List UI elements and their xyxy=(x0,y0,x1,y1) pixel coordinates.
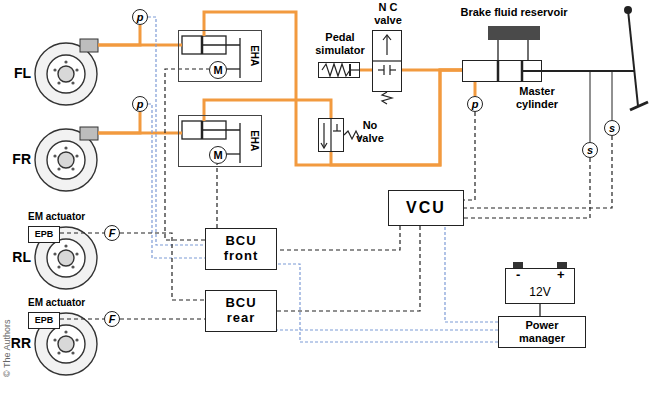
node-text: EPB xyxy=(35,229,54,239)
master-cylinder: Master cylinder xyxy=(462,60,542,82)
node-text: Master cylinder xyxy=(507,85,567,110)
power-manager: Power manager xyxy=(498,316,586,348)
signal-line xyxy=(216,164,217,228)
signal-line xyxy=(60,232,104,233)
wheel-discs xyxy=(35,43,97,375)
node-text: VCU xyxy=(406,199,446,217)
signal-line xyxy=(120,318,205,319)
pressure-sensor: p xyxy=(467,96,483,112)
hydraulic-line xyxy=(331,70,462,165)
node-text: s xyxy=(587,144,593,157)
node-text: EHA xyxy=(248,43,260,69)
pressure-sensor: p xyxy=(132,96,148,112)
signal-line xyxy=(277,226,420,311)
epb-box: EPB xyxy=(28,226,60,243)
node-text: EPB xyxy=(35,315,54,325)
hydraulic-line xyxy=(474,82,477,96)
hydraulic-line xyxy=(98,112,140,133)
node-text: BCU front xyxy=(216,234,266,264)
force-sensor: F xyxy=(104,311,120,327)
epb-box: EPB xyxy=(28,312,60,329)
power-line xyxy=(148,17,205,245)
force-sensor: F xyxy=(104,225,120,241)
control-unit: BCU rear xyxy=(205,290,277,332)
nc-valve: N C valve xyxy=(372,30,402,92)
node-text: p xyxy=(472,98,479,111)
hydraulic-line xyxy=(204,12,462,165)
power-line xyxy=(277,329,498,330)
node-text: Power manager xyxy=(510,319,574,344)
node-text: FR xyxy=(4,151,31,167)
signal-line xyxy=(464,112,475,200)
signal-line xyxy=(464,158,590,218)
node-text: 12V xyxy=(529,286,550,300)
text-label: + xyxy=(557,268,565,283)
node-text: No valve xyxy=(349,119,391,144)
wheel-brake: FL xyxy=(34,42,98,106)
node-text: RL xyxy=(4,249,31,265)
pedal-sensor: s xyxy=(604,120,620,136)
power-line xyxy=(445,226,498,322)
node-text: Brake fluid reservoir xyxy=(448,6,580,19)
node-text: BCU rear xyxy=(216,296,266,326)
node-text: Pedal simulator xyxy=(305,31,375,56)
power-line xyxy=(277,264,498,342)
text-label: © The Authors xyxy=(2,313,12,383)
pedal-sensor: s xyxy=(582,142,598,158)
signal-line xyxy=(165,69,209,240)
text-label: EM actuator xyxy=(28,297,85,309)
pedal-simulator: Pedal simulator xyxy=(318,62,360,78)
fluid-reservoir: Brake fluid reservoir xyxy=(488,26,540,40)
node-text: M xyxy=(213,64,222,77)
text-label: EM actuator xyxy=(28,211,85,223)
node-text: F xyxy=(109,313,116,326)
calipers xyxy=(80,39,98,140)
power-line xyxy=(148,104,205,258)
node-text: M xyxy=(213,149,222,162)
node-text: N C valve xyxy=(368,1,408,26)
node-text: p xyxy=(137,98,144,111)
node-text: FL xyxy=(4,65,31,81)
hydraulic-line xyxy=(98,25,140,45)
signal-line xyxy=(60,318,104,319)
node-text: s xyxy=(609,122,615,135)
node-text: EHA xyxy=(248,128,260,154)
node-text: p xyxy=(137,11,144,24)
signal-line xyxy=(277,226,400,250)
wheel-bolts xyxy=(53,60,78,354)
control-unit: VCU xyxy=(388,190,464,226)
pressure-sensor: p xyxy=(132,9,148,25)
hydraulic-line xyxy=(360,69,372,72)
motor: M xyxy=(209,61,227,79)
control-unit: BCU front xyxy=(205,228,277,270)
text-label: - xyxy=(516,268,520,283)
eha-unit: EHA M xyxy=(178,115,262,167)
brake-pedal xyxy=(625,7,648,110)
wheel-brake: FR xyxy=(34,128,98,192)
no-valve: No valve xyxy=(318,118,344,152)
eha-unit: EHA M xyxy=(178,30,262,82)
signal-line xyxy=(539,304,540,316)
signal-line xyxy=(120,233,205,300)
motor: M xyxy=(209,146,227,164)
master-cylinder-body xyxy=(498,40,634,82)
node-text: F xyxy=(109,227,116,240)
